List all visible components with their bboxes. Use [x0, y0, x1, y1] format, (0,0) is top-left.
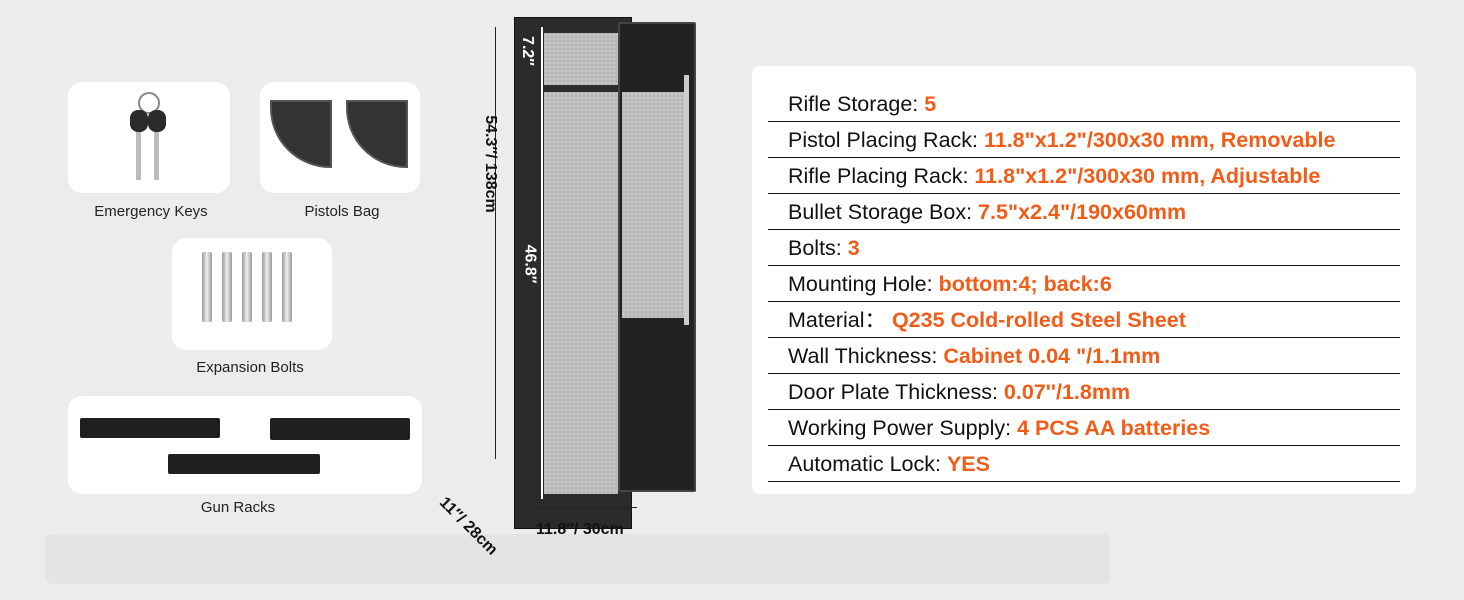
spec-row: Pistol Placing Rack: 11.8"x1.2"/300x30 m…: [768, 122, 1400, 158]
spec-row: Automatic Lock: YES: [768, 446, 1400, 482]
gun-racks-label: Gun Racks: [200, 499, 276, 516]
floor-shadow: [45, 534, 1110, 584]
inner-height-line: [541, 27, 543, 499]
height-dimension: 54.3″/ 138cm: [482, 115, 499, 213]
spec-value: 5: [924, 92, 937, 116]
pistol-bag-icon: [270, 100, 332, 168]
spec-value: YES: [946, 452, 990, 476]
spec-row: Door Plate Thickness: 0.07''/1.8mm: [768, 374, 1400, 410]
main-compartment-dimension: 46.8″: [521, 244, 539, 284]
width-dimension: 11.8″/ 30cm: [536, 521, 624, 538]
spec-label: Working Power Supply:: [788, 416, 1018, 440]
gun-rack-icon: [168, 454, 320, 474]
bolt-icon: [202, 252, 212, 322]
top-compartment-dimension: 7.2″: [518, 36, 536, 66]
door-panel: [622, 92, 684, 318]
spec-label: Bullet Storage Box:: [788, 200, 979, 224]
pistol-bag-icon: [346, 100, 408, 168]
spec-row: Rifle Storage: 5: [768, 86, 1400, 122]
gun-racks-card: [68, 396, 422, 494]
expansion-bolts-card: [172, 238, 332, 350]
top-compartment: [544, 33, 618, 85]
spec-label: Bolts:: [788, 236, 848, 260]
bolt-icon: [262, 252, 272, 322]
spec-value: 3: [847, 236, 860, 260]
spec-value: 4 PCS AA batteries: [1017, 416, 1211, 440]
key-blade: [154, 132, 159, 180]
spec-label: Automatic Lock:: [788, 452, 947, 476]
spec-row: Mounting Hole: bottom:4; back:6: [768, 266, 1400, 302]
spec-value: Q235 Cold-rolled Steel Sheet: [891, 308, 1186, 332]
spec-value: 11.8"x1.2"/300x30 mm, Adjustable: [974, 164, 1321, 188]
spec-value: 7.5"x2.4"/190x60mm: [978, 200, 1187, 224]
gun-rack-icon: [80, 418, 220, 438]
spec-row: Wall Thickness: Cabinet 0.04 "/1.1mm: [768, 338, 1400, 374]
key-blade: [136, 132, 141, 180]
height-line: [495, 27, 496, 459]
bolt-icon: [282, 252, 292, 322]
spec-row: Bolts: 3: [768, 230, 1400, 266]
spec-row: Rifle Placing Rack: 11.8"x1.2"/300x30 mm…: [768, 158, 1400, 194]
spec-row: Material： Q235 Cold-rolled Steel Sheet: [768, 302, 1400, 338]
emergency-keys-label: Emergency Keys: [94, 203, 208, 220]
spec-value: bottom:4; back:6: [938, 272, 1112, 296]
specifications-panel: Rifle Storage: 5 Pistol Placing Rack: 11…: [752, 66, 1416, 494]
spec-row: Working Power Supply: 4 PCS AA batteries: [768, 410, 1400, 446]
spec-label: Rifle Storage:: [788, 92, 925, 116]
main-compartment: [544, 92, 618, 494]
spec-label: Pistol Placing Rack:: [788, 128, 984, 152]
spec-label: Material：: [788, 308, 892, 332]
emergency-keys-card: [68, 82, 230, 193]
spec-label: Wall Thickness:: [788, 344, 944, 368]
spec-label: Rifle Placing Rack:: [788, 164, 975, 188]
door-handle: [684, 75, 689, 325]
expansion-bolts-label: Expansion Bolts: [196, 359, 304, 376]
bolt-icon: [242, 252, 252, 322]
bolt-icon: [222, 252, 232, 322]
key-icon: [148, 110, 166, 132]
key-icon: [130, 110, 148, 132]
spec-value: Cabinet 0.04 "/1.1mm: [943, 344, 1161, 368]
width-line: [537, 507, 637, 508]
spec-row: Bullet Storage Box: 7.5"x2.4"/190x60mm: [768, 194, 1400, 230]
pistols-bag-card: [260, 82, 420, 193]
spec-value: 0.07''/1.8mm: [1003, 380, 1131, 404]
spec-label: Door Plate Thickness:: [788, 380, 1004, 404]
spec-label: Mounting Hole:: [788, 272, 939, 296]
pistols-bag-label: Pistols Bag: [304, 203, 380, 220]
gun-rack-icon: [270, 418, 410, 440]
spec-value: 11.8"x1.2"/300x30 mm, Removable: [983, 128, 1336, 152]
